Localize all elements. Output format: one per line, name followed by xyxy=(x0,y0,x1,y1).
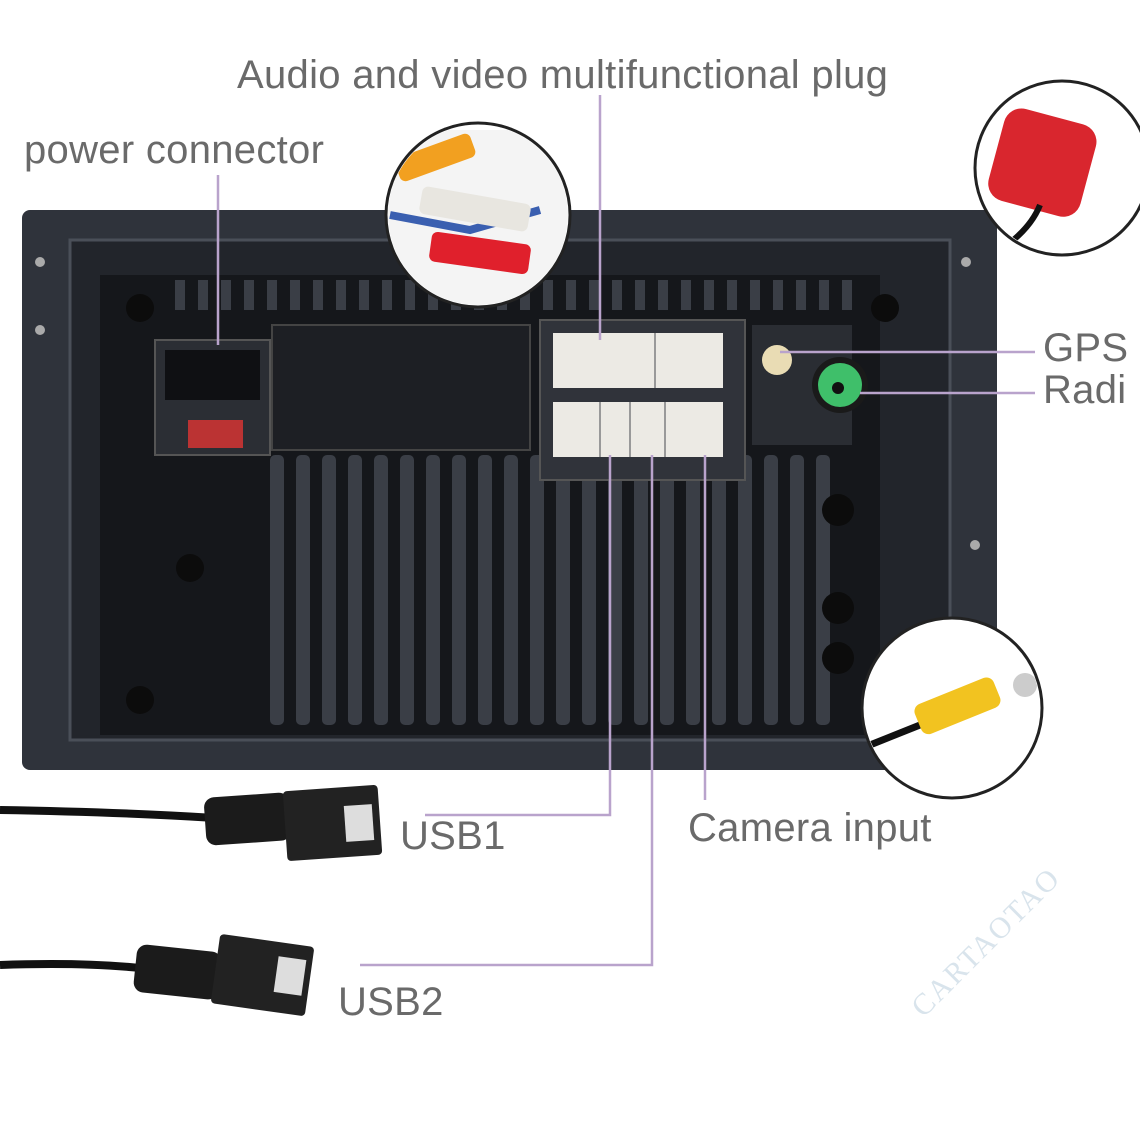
gps-antenna-inset xyxy=(973,79,1140,257)
vent-slot xyxy=(796,280,806,310)
fin xyxy=(452,455,466,725)
camera-rca-inset xyxy=(860,616,1044,800)
fin xyxy=(348,455,362,725)
fin xyxy=(478,455,492,725)
vent-slot xyxy=(244,280,254,310)
vent-slot xyxy=(543,280,553,310)
fin xyxy=(764,455,778,725)
vent-slot xyxy=(336,280,346,310)
vent-slot xyxy=(842,280,852,310)
av-plug-lower xyxy=(553,402,723,457)
fuse xyxy=(188,420,243,448)
fin xyxy=(634,455,648,725)
vent-slot xyxy=(566,280,576,310)
leader-lines xyxy=(216,95,1035,967)
vent-slot xyxy=(405,280,415,310)
fin xyxy=(322,455,336,725)
fin xyxy=(816,455,830,725)
fin xyxy=(738,455,752,725)
gps-socket xyxy=(762,345,792,375)
usb-cable-1 xyxy=(0,785,383,861)
vent-slot xyxy=(198,280,208,310)
fin xyxy=(374,455,388,725)
fin xyxy=(400,455,414,725)
fin xyxy=(686,455,700,725)
vent-slot xyxy=(819,280,829,310)
vent-slot xyxy=(313,280,323,310)
vent-slot xyxy=(612,280,622,310)
vent-slot xyxy=(267,280,277,310)
vent-slot xyxy=(359,280,369,310)
vent-slot xyxy=(704,280,714,310)
label-power-connector: power connector xyxy=(24,128,325,172)
rca-cable-inset xyxy=(384,121,572,309)
fin xyxy=(582,455,596,725)
vent-slot xyxy=(727,280,737,310)
label-camera-input: Camera input xyxy=(688,806,932,850)
label-av-plug: Audio and video multifunctional plug xyxy=(237,53,889,97)
rear-panel xyxy=(22,210,997,770)
fin xyxy=(296,455,310,725)
fin xyxy=(556,455,570,725)
fin xyxy=(608,455,622,725)
fin xyxy=(270,455,284,725)
vent-slot xyxy=(589,280,599,310)
vent-slot xyxy=(221,280,231,310)
fin xyxy=(426,455,440,725)
fin xyxy=(712,455,726,725)
vent-slot xyxy=(658,280,668,310)
av-plug-upper xyxy=(553,333,723,388)
vent-slot xyxy=(175,280,185,310)
fin xyxy=(790,455,804,725)
label-usb2: USB2 xyxy=(338,980,444,1024)
vent-slot xyxy=(773,280,783,310)
vent-slot xyxy=(290,280,300,310)
heatsink-fins xyxy=(270,455,830,725)
label-usb1: USB1 xyxy=(400,814,506,858)
label-radio: Radi xyxy=(1043,368,1127,412)
fin xyxy=(530,455,544,725)
vent-slot xyxy=(382,280,392,310)
usb-cable-2 xyxy=(0,934,314,1016)
vent-slot xyxy=(750,280,760,310)
vent-slot xyxy=(635,280,645,310)
fin xyxy=(504,455,518,725)
label-gps: GPS xyxy=(1043,326,1129,370)
fin xyxy=(660,455,674,725)
vent-slot xyxy=(681,280,691,310)
